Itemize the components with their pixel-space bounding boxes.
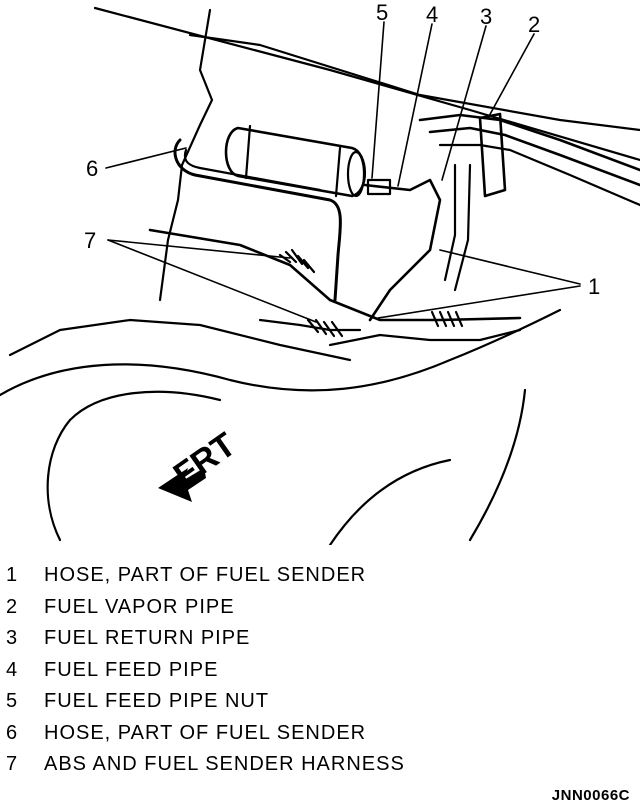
- legend-item: 1 HOSE, PART OF FUEL SENDER: [6, 560, 626, 592]
- legend-number: 2: [6, 595, 19, 618]
- legend-text: HOSE, PART OF FUEL SENDER: [44, 721, 367, 744]
- legend-item: 5 FUEL FEED PIPE NUT: [6, 686, 626, 718]
- fuel-system-diagram: FRT 5 4 3 2 6 7 1: [0, 0, 640, 545]
- leader-4: [397, 23, 433, 187]
- tank-curve-lower: [46, 390, 222, 542]
- legend-text: FUEL FEED PIPE NUT: [44, 690, 270, 713]
- floor-edge: [8, 318, 352, 362]
- callout-1: 1: [588, 274, 600, 299]
- leader-3: [441, 25, 487, 181]
- legend-text: FUEL FEED PIPE: [44, 658, 219, 681]
- fuel-feed-pipe-nut: [366, 178, 392, 196]
- callout-6: 6: [86, 156, 98, 181]
- legend-number: 1: [6, 564, 19, 587]
- legend-item: 4 FUEL FEED PIPE: [6, 655, 626, 687]
- legend-item: 3 FUEL RETURN PIPE: [6, 623, 626, 655]
- legend-text: FUEL VAPOR PIPE: [44, 595, 235, 618]
- abs-fuel-sender-harness: [148, 228, 522, 322]
- legend-number: 4: [6, 658, 19, 681]
- fuel-feed-pipe: [363, 178, 442, 322]
- leader-2: [487, 33, 535, 119]
- figure-id: JNN0066C: [551, 787, 630, 804]
- hose-fuel-sender-upper: [173, 138, 342, 302]
- callout-7: 7: [84, 228, 96, 253]
- pipe-clip: [478, 112, 507, 198]
- fuel-vapor-pipe: [428, 126, 640, 187]
- legend-item: 6 HOSE, PART OF FUEL SENDER: [6, 718, 626, 750]
- legend-item: 7 ABS AND FUEL SENDER HARNESS: [6, 749, 626, 781]
- legend-number: 6: [6, 721, 19, 744]
- legend-text: FUEL RETURN PIPE: [44, 627, 251, 650]
- tank-contour: [0, 308, 562, 397]
- tank-curve-right: [468, 388, 527, 542]
- body-panel-top: [188, 33, 640, 132]
- legend-item: 2 FUEL VAPOR PIPE: [6, 592, 626, 624]
- callout-4: 4: [426, 2, 438, 27]
- leader-6: [105, 147, 187, 169]
- callout-3: 3: [480, 4, 492, 29]
- callout-2: 2: [528, 12, 540, 37]
- leader-1b: [377, 285, 581, 319]
- legend-text: HOSE, PART OF FUEL SENDER: [44, 564, 367, 587]
- legend-number: 7: [6, 753, 19, 776]
- legend-number: 3: [6, 627, 19, 650]
- legend-text: ABS AND FUEL SENDER HARNESS: [44, 753, 405, 776]
- leader-1a: [439, 249, 581, 285]
- front-arrow-icon: [158, 468, 206, 502]
- leader-5: [371, 21, 385, 179]
- tank-side: [328, 458, 452, 545]
- leader-7a: [107, 239, 291, 259]
- callout-5: 5: [376, 0, 388, 25]
- pillar-edge: [158, 8, 214, 302]
- leader-7b: [107, 239, 317, 323]
- body-panel-outline: [93, 6, 640, 162]
- legend-number: 5: [6, 690, 19, 713]
